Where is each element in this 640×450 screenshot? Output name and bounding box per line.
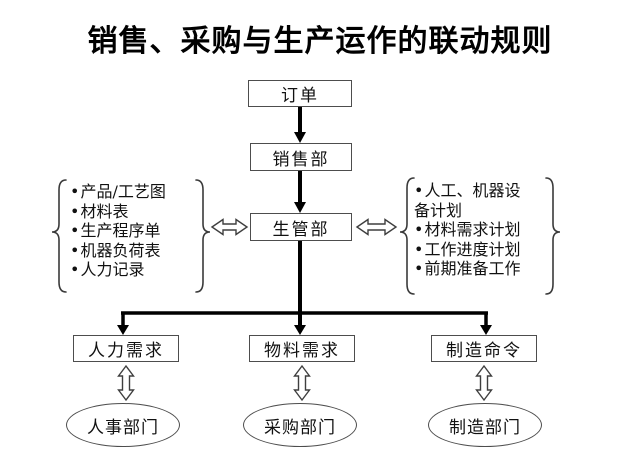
node-hr-requirement: 人力需求	[73, 335, 179, 362]
arrow-branch-to-hr-head	[117, 325, 129, 335]
bullet-icon: •	[70, 201, 80, 221]
list-item-label: 工作进度计划	[424, 239, 521, 259]
flow-arrows	[117, 107, 492, 335]
list-item: •材料需求计划	[414, 220, 526, 240]
left-group-close-brace-icon	[195, 179, 211, 293]
list-item: •工作进度计划	[414, 240, 526, 260]
bullet-icon: •	[414, 259, 424, 278]
node-material-requirement: 物料需求	[249, 335, 355, 362]
double-arrows-horizontal	[210, 218, 398, 236]
double-arrow-left-icon	[210, 218, 249, 236]
node-purchasing-dept: 采购部门	[243, 403, 357, 447]
double-arrow-right-icon	[355, 218, 398, 236]
list-item: •机器负荷表	[70, 241, 198, 261]
list-item: •前期准备工作	[414, 259, 526, 279]
double-arrow-hr-personnel-icon	[117, 364, 135, 402]
bullet-icon: •	[70, 240, 80, 260]
node-production-dept: 生管部	[250, 213, 352, 241]
list-item-label: 材料需求计划	[424, 220, 521, 239]
bullet-icon: •	[70, 221, 80, 240]
list-item-label: 前期准备工作	[424, 259, 521, 278]
left-input-list: •产品/工艺图 •材料表 •生产程序单 •机器负荷表 •人力记录	[70, 182, 198, 280]
bullet-icon: •	[70, 260, 80, 279]
list-item: •人力记录	[70, 260, 198, 280]
double-arrow-mfgorder-manufacture-icon	[475, 364, 493, 402]
right-output-list: •人工、机器设备计划 •材料需求计划 •工作进度计划 •前期准备工作	[414, 181, 526, 279]
bullet-icon: •	[414, 181, 424, 200]
right-group-close-brace-icon	[545, 177, 561, 295]
braces	[51, 177, 561, 295]
node-personnel-dept: 人事部门	[66, 403, 180, 447]
right-group-open-brace-icon	[399, 177, 415, 295]
node-sales-dept: 销售部	[250, 143, 352, 171]
list-item: •材料表	[70, 202, 198, 222]
node-manufacturing-dept: 制造部门	[428, 403, 542, 447]
list-item-label: 产品/工艺图	[80, 182, 166, 201]
node-order: 订单	[248, 80, 352, 107]
arrow-order-to-sales-head	[294, 132, 306, 143]
list-item-label: 材料表	[80, 201, 129, 221]
list-item-label: 人力记录	[80, 260, 145, 279]
bullet-icon: •	[414, 239, 424, 259]
list-item: •人工、机器设备计划	[414, 181, 526, 220]
left-group-open-brace-icon	[51, 179, 67, 293]
arrow-sales-to-production-head	[294, 202, 306, 213]
diagram-title: 销售、采购与生产运作的联动规则	[87, 25, 553, 58]
list-item-label: 人工、机器设备计划	[414, 181, 521, 220]
list-item: •生产程序单	[70, 221, 198, 241]
arrow-branch-to-material-head	[294, 325, 306, 335]
list-item-label: 机器负荷表	[80, 240, 161, 260]
double-arrow-material-purchasing-icon	[293, 364, 311, 402]
arrow-branch-to-mfg-head	[480, 325, 492, 335]
bullet-icon: •	[414, 220, 424, 239]
bullet-icon: •	[70, 182, 80, 201]
list-item-label: 生产程序单	[80, 221, 161, 240]
node-manufacturing-order: 制造命令	[431, 335, 537, 362]
double-arrows-vertical	[117, 364, 493, 402]
list-item: •产品/工艺图	[70, 182, 198, 202]
